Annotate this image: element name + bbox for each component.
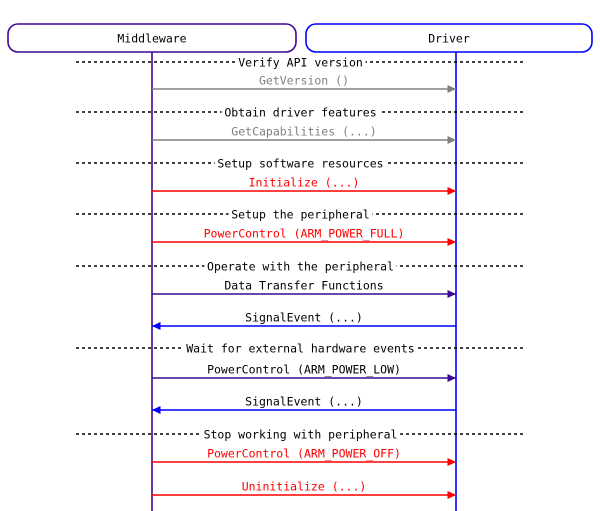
message-label: Initialize (...) <box>249 176 360 190</box>
messages-group: GetVersion () GetCapabilities (...) Initia… <box>152 74 456 500</box>
separator-label-backdrop <box>221 104 380 120</box>
separator-label-backdrop <box>183 340 418 356</box>
sep-setup-the-peripheral: Setup the peripheral <box>76 206 525 222</box>
sep-wait-for-external-hardware-events: Wait for external hardware events <box>76 340 525 356</box>
sep-setup-software-resources: Setup software resources <box>76 155 525 171</box>
separator-label-backdrop <box>200 426 401 442</box>
message-label: Data Transfer Functions <box>224 279 383 293</box>
msg-powercontrol-off: PowerControl (ARM_POWER_OFF) <box>152 447 456 467</box>
msg-signalevent-1: SignalEvent (...) <box>152 311 456 331</box>
msg-data-transfer-functions: Data Transfer Functions <box>152 279 456 299</box>
separator-label: Operate with the peripheral <box>207 260 394 274</box>
actor-driver[interactable]: Driver <box>305 23 593 53</box>
separator-label-backdrop <box>228 206 373 222</box>
sep-stop-working-with-peripheral: Stop working with peripheral <box>76 426 525 442</box>
separator-label: Verify API version <box>238 56 363 70</box>
message-label: SignalEvent (...) <box>245 311 363 325</box>
separator-label-backdrop <box>235 54 366 70</box>
message-label: PowerControl (ARM_POWER_FULL) <box>204 227 405 241</box>
actor-label-driver: Driver <box>428 32 470 46</box>
separator-label: Wait for external hardware events <box>186 342 414 356</box>
separator-label: Setup software resources <box>217 157 383 171</box>
message-label: GetVersion () <box>259 74 349 88</box>
msg-getcapabilities: GetCapabilities (...) <box>152 125 456 145</box>
msg-powercontrol-full: PowerControl (ARM_POWER_FULL) <box>152 227 456 247</box>
separator-label: Setup the peripheral <box>231 208 369 222</box>
separator-label-backdrop <box>214 155 387 171</box>
message-label: GetCapabilities (...) <box>231 125 376 139</box>
msg-initialize: Initialize (...) <box>152 176 456 196</box>
sep-operate-with-the-peripheral: Operate with the peripheral <box>76 258 525 274</box>
msg-uninitialize: Uninitialize (...) <box>152 480 456 500</box>
message-label: SignalEvent (...) <box>245 395 363 409</box>
separator-label: Stop working with peripheral <box>204 428 398 442</box>
actor-middleware[interactable]: Middleware <box>7 23 297 53</box>
message-label: Uninitialize (...) <box>242 480 367 494</box>
separator-label-backdrop <box>204 258 397 274</box>
message-label: PowerControl (ARM_POWER_LOW) <box>207 363 401 377</box>
message-label: PowerControl (ARM_POWER_OFF) <box>207 447 401 461</box>
sep-obtain-driver-features: Obtain driver features <box>76 104 525 120</box>
msg-powercontrol-low: PowerControl (ARM_POWER_LOW) <box>152 363 456 383</box>
msg-signalevent-2: SignalEvent (...) <box>152 395 456 415</box>
actor-box-driver[interactable] <box>305 23 593 53</box>
separator-label: Obtain driver features <box>224 106 376 120</box>
actor-box-middleware[interactable] <box>7 23 297 53</box>
sep-verify-api-version: Verify API version <box>76 54 525 70</box>
msg-getversion: GetVersion () <box>152 74 456 94</box>
actor-label-middleware: Middleware <box>117 32 186 46</box>
